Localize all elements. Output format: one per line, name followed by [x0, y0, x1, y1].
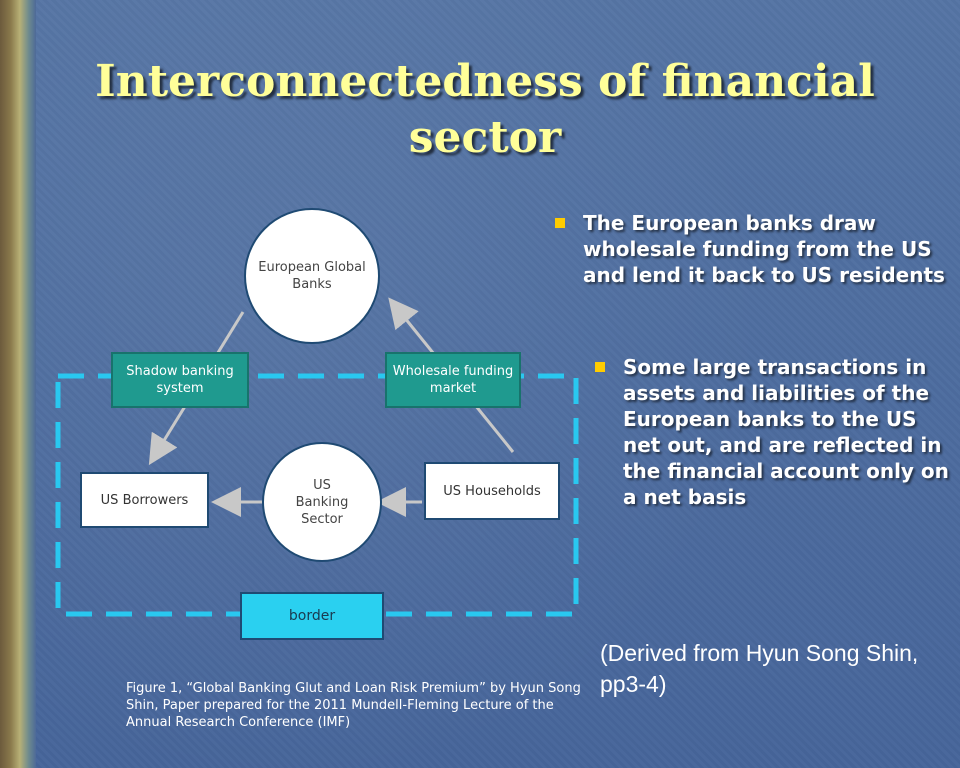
bullet-item: The European banks draw wholesale fundin… [555, 210, 955, 288]
figure-caption-text: Figure 1, “Global Banking Glut and Loan … [126, 681, 581, 730]
node-us-borrowers: US Borrowers [80, 472, 209, 528]
bullet-marker-icon [555, 218, 565, 228]
node-shadow-banking-label: Shadow banking system [126, 364, 234, 396]
source-note: (Derived from Hyun Song Shin, pp3-4) [600, 640, 919, 697]
bullet-item: Some large transactions in assets and li… [595, 354, 955, 510]
bullet-marker-icon [595, 362, 605, 372]
node-border: border [240, 592, 384, 640]
figure-caption: Figure 1, “Global Banking Glut and Loan … [90, 680, 596, 731]
bullet-list: The European banks draw wholesale fundin… [555, 210, 955, 510]
node-us-banking-sector: US Banking Sector [262, 442, 382, 562]
node-shadow-banking-system: Shadow banking system [111, 352, 249, 408]
node-us-banking-label: US Banking Sector [295, 477, 349, 527]
decorative-left-strip [0, 0, 36, 768]
node-european-global-banks: European Global Banks [244, 208, 380, 344]
node-us-borrowers-label: US Borrowers [100, 492, 189, 508]
node-border-label: border [288, 607, 336, 624]
node-european-global-banks-label: European Global Banks [258, 260, 366, 292]
node-us-households-label: US Households [443, 483, 541, 499]
bullet-text: The European banks draw wholesale fundin… [583, 211, 945, 287]
node-wholesale-funding-label: Wholesale funding market [392, 364, 514, 396]
node-wholesale-funding-market: Wholesale funding market [385, 352, 521, 408]
slide-title: Interconnectedness of financial sector [95, 56, 875, 163]
node-us-households: US Households [424, 462, 560, 520]
bullet-text: Some large transactions in assets and li… [623, 355, 949, 509]
